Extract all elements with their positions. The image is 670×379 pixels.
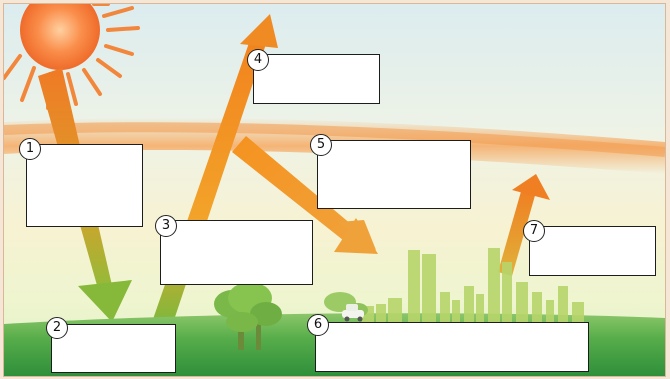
label-box-4: [253, 54, 380, 104]
label-box-3: [160, 220, 313, 285]
label-box-7: [529, 226, 656, 276]
sun-icon: [4, 4, 140, 110]
label-number-6: 6: [307, 314, 329, 336]
city-skyline-icon: [362, 248, 584, 324]
label-box-1: [26, 144, 143, 227]
label-number-3: 3: [155, 215, 177, 237]
reradiated-radiation-arrow: [232, 136, 378, 254]
city-emission-arrow: [498, 174, 550, 276]
label-number-7: 7: [523, 220, 545, 242]
label-box-5: [317, 140, 471, 209]
label-number-2: 2: [46, 317, 68, 339]
label-box-6: [315, 322, 589, 372]
label-number-1: 1: [19, 138, 41, 160]
label-box-2: [51, 324, 176, 373]
diagram-frame: 1 2 3 4 5 6 7: [3, 3, 666, 377]
label-number-4: 4: [247, 49, 269, 71]
label-number-5: 5: [310, 134, 332, 156]
car-icon: [342, 304, 364, 322]
trees-icon: [214, 282, 282, 350]
